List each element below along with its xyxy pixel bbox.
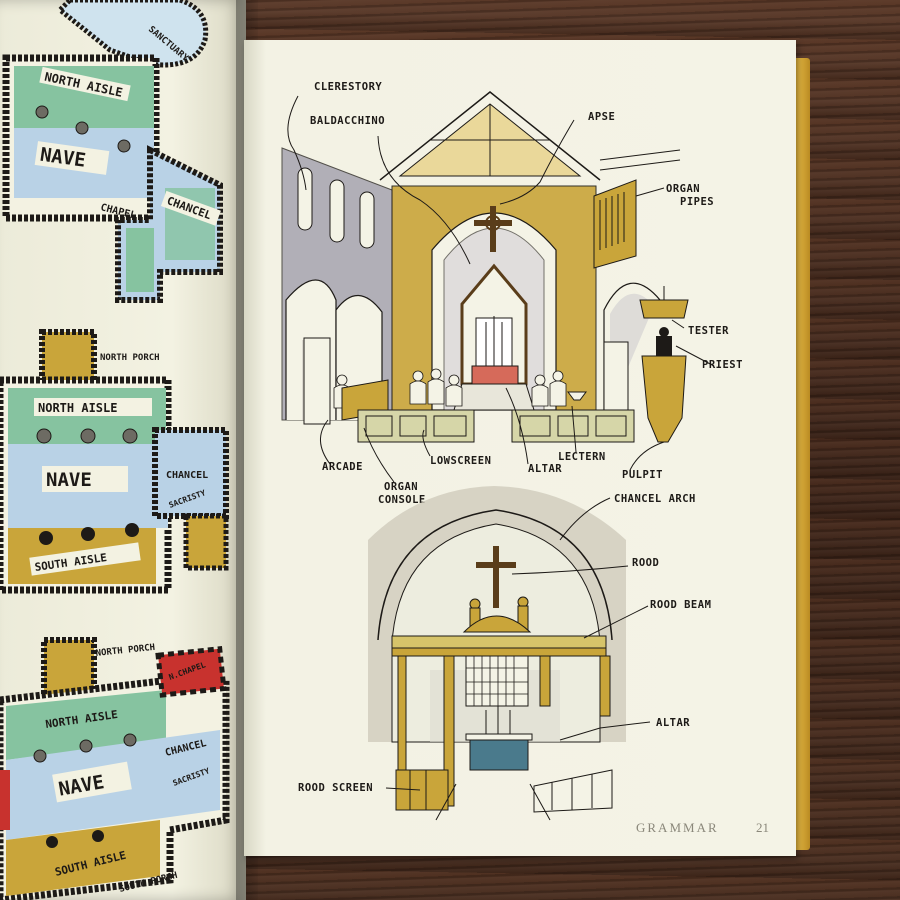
floor-plan-top: SANCTUARY NORTH AISLE NAVE CHAPEL CHANCE… xyxy=(2,0,223,303)
label-rood-screen: ROOD SCREEN xyxy=(298,782,373,794)
label-tester: TESTER xyxy=(688,325,729,337)
floor-plans: SANCTUARY NORTH AISLE NAVE CHAPEL CHANCE… xyxy=(0,0,230,900)
label-chancel-arch: CHANCEL ARCH xyxy=(614,493,696,505)
floor-plan-middle: NORTH PORCH NORTH AISLE NAVE CHANCEL SAC… xyxy=(0,329,229,594)
label-rood-beam: ROOD BEAM xyxy=(650,599,711,611)
label-arcade: ARCADE xyxy=(322,461,363,473)
label-lectern: LECTERN xyxy=(558,451,606,463)
label-altar-bottom: ALTAR xyxy=(656,717,690,729)
page-number: 21 xyxy=(756,820,769,835)
label-organ-console-2: CONSOLE xyxy=(378,494,426,506)
floor-plan-bottom: NORTH PORCH N.CHAPEL NORTH AISLE NAVE CH… xyxy=(0,637,230,900)
plan-label-north-porch-2: NORTH PORCH xyxy=(100,353,160,363)
label-baldacchino: BALDACCHINO xyxy=(310,115,385,127)
left-page: SANCTUARY NORTH AISLE NAVE CHAPEL CHANCE… xyxy=(0,0,246,900)
label-rood: ROOD xyxy=(632,557,659,569)
label-priest: PRIEST xyxy=(702,359,743,371)
label-organ-pipes-2: PIPES xyxy=(680,196,714,208)
label-altar-top: ALTAR xyxy=(528,463,562,475)
label-organ-pipes-1: ORGAN xyxy=(666,183,700,195)
label-pulpit: PULPIT xyxy=(622,469,663,481)
plan-label-nave-2: NAVE xyxy=(46,469,92,491)
label-apse: APSE xyxy=(588,111,615,123)
chancel-arch-illustration: CHANCEL ARCH ROOD ROOD BEAM ALTAR ROOD S… xyxy=(298,486,711,821)
label-clerestory: CLERESTORY xyxy=(314,81,382,93)
page-section-title: GRAMMAR xyxy=(636,820,719,835)
plan-label-chancel-2: CHANCEL xyxy=(166,470,208,481)
plan-label-north-aisle-2: NORTH AISLE xyxy=(38,401,117,415)
church-interior-illustration: CLERESTORY BALDACCHINO APSE ORGAN PIPES … xyxy=(281,81,743,506)
label-lowscreen: LOWSCREEN xyxy=(430,455,491,467)
label-organ-console-1: ORGAN xyxy=(384,481,418,493)
